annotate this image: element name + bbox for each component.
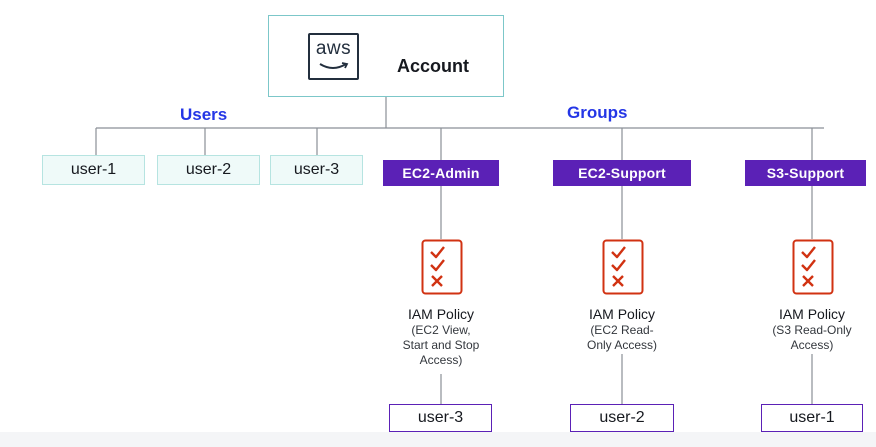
policy-desc-ec2-admin: (EC2 View, Start and Stop Access) bbox=[402, 323, 480, 367]
group-ec2-admin[interactable]: EC2-Admin bbox=[383, 160, 499, 186]
policy-title-ec2-admin: IAM Policy bbox=[407, 306, 475, 322]
groups-section-label: Groups bbox=[567, 103, 628, 122]
policy-checklist-icon bbox=[421, 239, 463, 295]
policy-checklist-icon bbox=[602, 239, 644, 295]
footer-strip bbox=[0, 432, 876, 447]
account-box: aws Account bbox=[268, 15, 504, 97]
account-label: Account bbox=[397, 56, 469, 76]
group-s3-support[interactable]: S3-Support bbox=[745, 160, 866, 186]
user-box-user-1[interactable]: user-1 bbox=[42, 155, 145, 185]
policy-title-s3-support: IAM Policy bbox=[778, 306, 846, 322]
aws-logo: aws bbox=[308, 33, 359, 80]
aws-smile-icon bbox=[319, 62, 349, 69]
aws-logo-text: aws bbox=[315, 38, 352, 59]
users-section-label: Users bbox=[180, 105, 228, 124]
policy-desc-ec2-support: (EC2 Read- Only Access) bbox=[586, 323, 658, 352]
group-ec2-support[interactable]: EC2-Support bbox=[553, 160, 691, 186]
policy-title-ec2-support: IAM Policy bbox=[588, 306, 656, 322]
group-member-user-1[interactable]: user-1 bbox=[761, 404, 863, 432]
user-box-user-3[interactable]: user-3 bbox=[270, 155, 363, 185]
policy-checklist-icon bbox=[792, 239, 834, 295]
policy-desc-s3-support: (S3 Read-Only Access) bbox=[772, 323, 852, 352]
user-box-user-2[interactable]: user-2 bbox=[157, 155, 260, 185]
group-member-user-3[interactable]: user-3 bbox=[389, 404, 492, 432]
group-member-user-2[interactable]: user-2 bbox=[570, 404, 674, 432]
